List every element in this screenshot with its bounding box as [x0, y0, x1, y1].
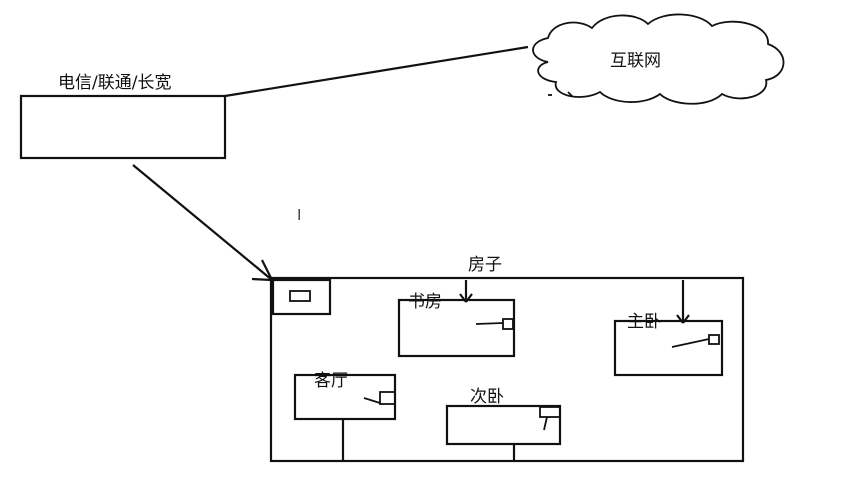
isp-to-internet-link	[224, 45, 529, 98]
master-bedroom-ap-icon	[708, 334, 720, 345]
living-room-label: 客厅	[314, 371, 348, 391]
living-room: 客厅	[293, 371, 397, 461]
internet-label: 互联网	[610, 51, 661, 71]
internet-cloud: 互联网	[532, 13, 785, 105]
second-bedroom-label: 次卧	[470, 387, 504, 407]
text-cursor-icon: I	[297, 206, 301, 224]
master-bedroom-label: 主卧	[627, 312, 661, 332]
living-room-ap-icon	[379, 391, 396, 405]
second-bedroom-room: 次卧	[445, 387, 562, 461]
master-bedroom-room: 主卧	[613, 280, 724, 377]
router-icon	[289, 290, 311, 302]
main-router	[271, 278, 332, 316]
house-label: 房子	[468, 255, 502, 275]
second-bedroom-ap-icon	[539, 406, 561, 418]
cloud-marks	[548, 91, 573, 97]
study-ap-icon	[502, 318, 514, 330]
house-box: 房子	[269, 255, 745, 463]
isp-to-router-arrow	[132, 164, 273, 282]
isp-box: 电信/联通/长宽	[19, 73, 227, 160]
study-room: 书房	[397, 280, 516, 358]
study-label: 书房	[408, 292, 442, 312]
isp-label: 电信/联通/长宽	[58, 73, 171, 93]
